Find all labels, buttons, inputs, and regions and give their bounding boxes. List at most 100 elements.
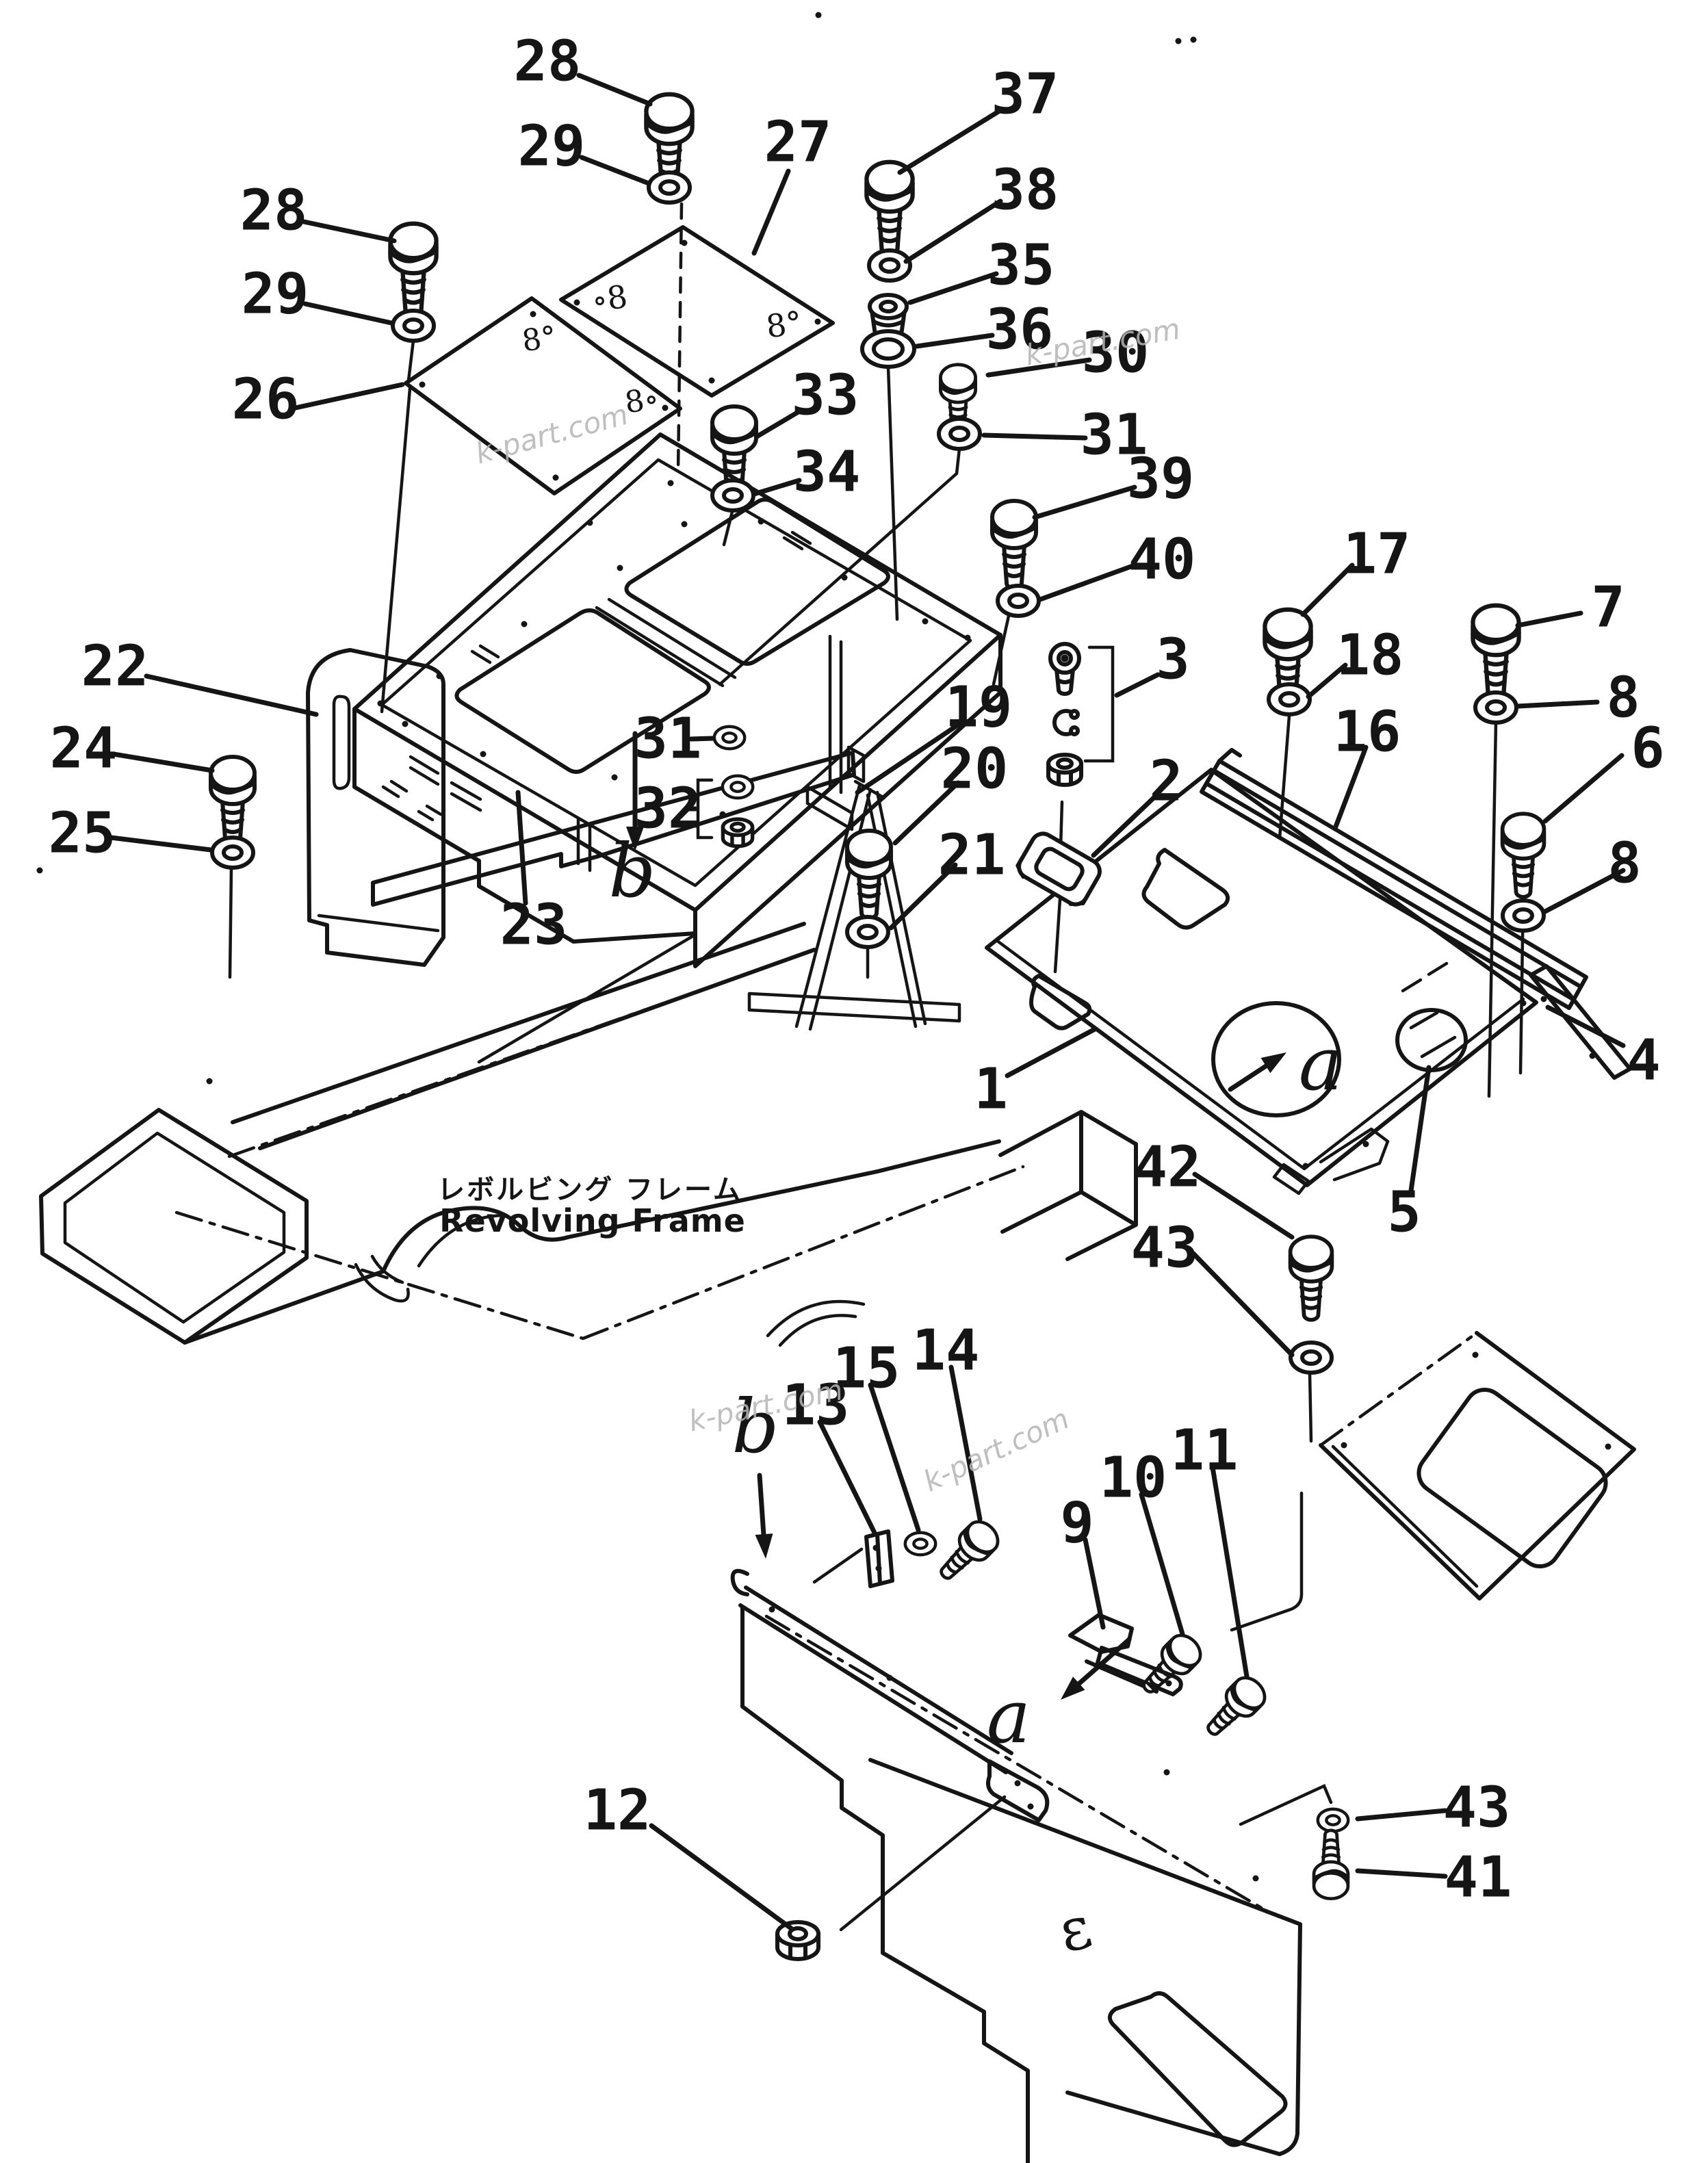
hole-dot [530,311,536,318]
axis-line [718,447,961,686]
callout-8: 8 [1607,831,1641,896]
view-letter-b: b [608,829,656,914]
bolt-s-part [1198,1672,1271,1744]
bolt-part [211,757,255,844]
axis-line [1053,897,1062,974]
callout-3: 3 [1156,627,1189,692]
hole-dot [667,480,674,487]
leader-line-22 [144,673,319,717]
hole-dot [719,811,726,818]
bolt-part [390,224,436,315]
floor-frame [352,432,1002,968]
leader-line-31 [981,432,1088,441]
callout-28: 28 [240,179,308,244]
callout-25: 25 [49,801,116,866]
washer-part [1475,692,1516,723]
leader-line-28 [576,73,653,107]
washer-s-part [1318,1809,1348,1832]
leader-line-23 [515,790,528,906]
axis-line [886,365,899,621]
leader-line-21 [888,862,958,931]
hole-dot [1341,1442,1347,1449]
sill-rail-23 [371,745,866,907]
hole-dot [206,1078,213,1085]
leader-line-28 [301,219,397,244]
hole-dot [758,518,764,525]
hole-dot [521,621,528,627]
axis-line [839,1795,1007,1932]
leader-line-8 [1515,699,1600,709]
access-panel-27 [559,225,835,398]
hole-dot [402,721,409,727]
axis-line [1308,1371,1313,1443]
callout-18: 18 [1336,623,1404,688]
side-plate-22 [306,648,445,967]
axis-line [1059,800,1064,849]
washer-part [939,419,980,449]
leader-line-8 [1542,868,1626,914]
axis-line [1487,721,1498,1098]
callout-21: 21 [938,823,1006,888]
bolt-part [992,501,1036,588]
washer-s-part [723,776,753,799]
leader-line-33 [754,408,803,439]
leader-line-18 [1306,662,1348,699]
surface-mark: 8° [520,320,559,359]
callout-8: 8 [1606,666,1640,731]
hole-dot [1362,1141,1369,1148]
bottom-cover-assembly [730,1529,1302,2163]
hole-dot [886,1674,893,1681]
callout-36: 36 [986,298,1054,363]
support-a-frame [747,779,961,1031]
plug-part [1050,644,1079,694]
callout-24: 24 [50,716,118,781]
axis-line [1278,714,1291,840]
axis-line [992,601,1013,686]
hole-dot [1014,1780,1021,1787]
hole-dot [480,751,487,757]
leader-line-24 [111,751,215,773]
callout-17: 17 [1343,522,1411,587]
access-panel-26 [404,296,682,495]
leader-line-31 [688,736,716,742]
hole-dot [1540,996,1547,1002]
callout-37: 37 [992,62,1059,127]
leader-line-29 [302,301,394,326]
hole-dot [617,565,623,571]
revolving-frame [39,922,1138,1347]
washer-part [212,838,253,868]
hole-dot [815,12,822,18]
callout-5: 5 [1387,1180,1421,1245]
hole-dot [1520,1000,1527,1007]
callout-32: 32 [634,777,702,842]
callout-7: 7 [1591,575,1625,640]
callout-11: 11 [1171,1419,1239,1484]
leader-line-16 [1333,744,1369,829]
hole-dot [1163,1769,1170,1776]
callout-10: 10 [1100,1446,1167,1511]
leader-line-38 [903,198,1003,264]
leader-line-7 [1515,610,1583,628]
callout-20: 20 [941,737,1009,802]
callout-41: 41 [1445,1845,1512,1911]
callout-34: 34 [793,440,861,505]
view-letter-a: a [1299,1022,1343,1107]
leader-line-42 [1192,1171,1295,1240]
leader-line-29 [579,155,651,186]
hole-dot [662,404,669,411]
arrow-line-b [757,1473,767,1548]
surface-mark: ∘8 [589,278,630,320]
callout-38: 38 [992,158,1059,223]
hole-dot [872,1544,879,1551]
clip-part [1054,711,1078,734]
washer-part [869,250,910,281]
hole-dot [611,774,618,781]
callout-2: 2 [1149,749,1182,814]
hole-dot [419,381,426,388]
callout-29: 29 [242,262,309,327]
callout-26: 26 [232,367,300,432]
bolt-part [1503,814,1544,897]
